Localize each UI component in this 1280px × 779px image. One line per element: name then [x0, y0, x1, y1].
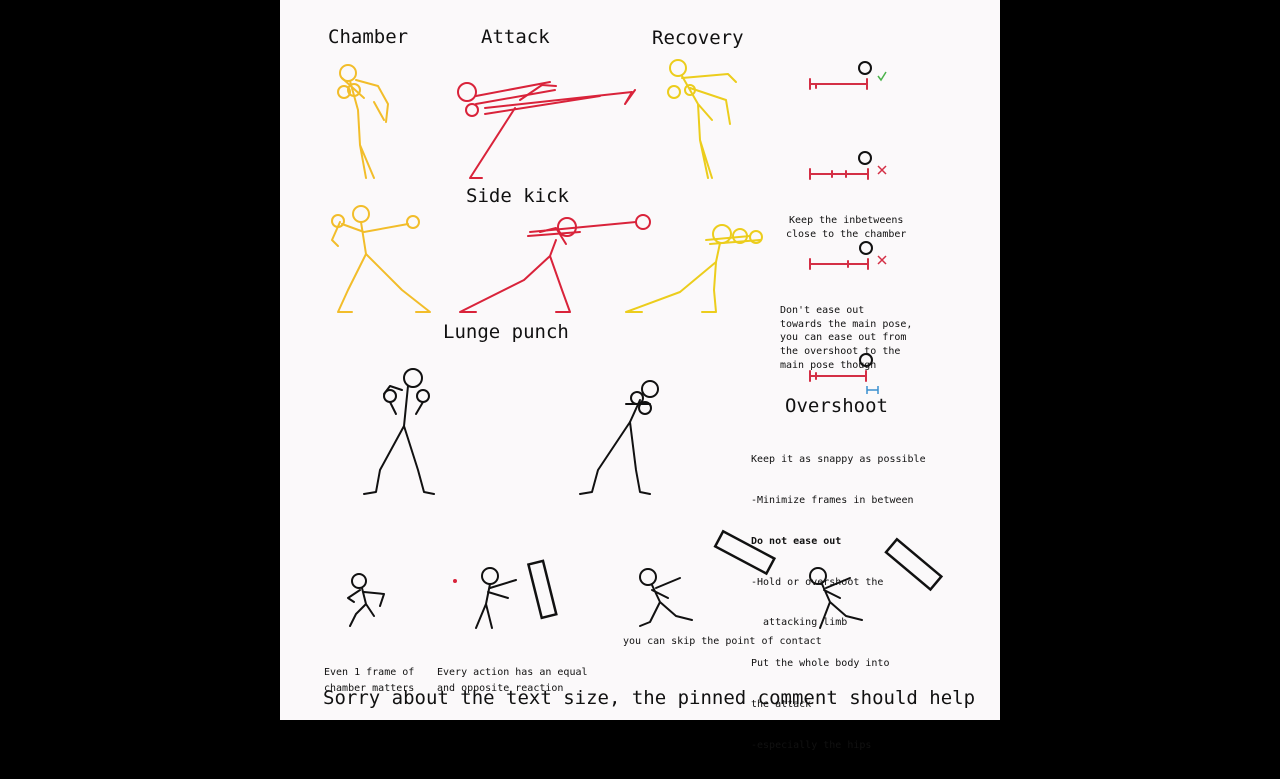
timeline-bad-1: [809, 168, 869, 180]
punching-bag-upright: [526, 559, 558, 620]
attack-header: Attack: [481, 26, 550, 48]
punching-bag-tilted-1: [713, 529, 777, 576]
timeline-bad-2: [809, 258, 869, 270]
key-pose-circle: [858, 151, 872, 165]
side-kick-label: Side kick: [466, 185, 569, 207]
small-figure-chamber: [347, 573, 385, 627]
lunge-punch-label: Lunge punch: [443, 321, 569, 343]
caption-contact: you can skip the point of contact: [623, 636, 822, 647]
punching-bag-tilted-2: [884, 537, 944, 592]
footer-note: Sorry about the text size, the pinned co…: [323, 687, 976, 709]
key-pose-circle: [858, 61, 872, 75]
small-figure-contact-2: [809, 567, 863, 629]
overshoot-title: Overshoot: [785, 395, 888, 417]
cross-icon: [877, 165, 887, 175]
lunge-punch-recovery-figure: [625, 224, 763, 313]
tip-line: Do not ease out: [751, 535, 842, 547]
side-kick-recovery-figure: [667, 59, 737, 179]
tip-line: -especially the hips: [751, 739, 872, 751]
drawings-svg: [331, 59, 944, 629]
check-icon: [877, 71, 887, 82]
stance-figure-left: [363, 368, 435, 495]
cross-icon: [877, 255, 887, 265]
side-kick-attack-figure: [457, 81, 636, 179]
key-pose-circle: [859, 241, 873, 255]
tips-list: Keep it as snappy as possible -Minimize …: [751, 426, 926, 779]
lunge-punch-attack-figure: [459, 214, 651, 313]
lunge-punch-chamber-figure: [331, 205, 431, 313]
tip-line: -Hold or overshoot the: [751, 576, 884, 588]
timeline-overshoot: [809, 370, 867, 382]
overshoot-marker: [866, 386, 879, 394]
small-figure-contact-1: [639, 568, 693, 627]
chamber-header: Chamber: [328, 26, 409, 48]
tip-line: the attack: [751, 698, 812, 710]
drawing-canvas: Chamber Attack Recovery Side kick Lunge …: [280, 0, 1000, 751]
timeline-good: [809, 78, 868, 90]
small-figure-reaction: [453, 567, 517, 629]
side-kick-chamber-figure: [337, 64, 389, 179]
tip-line: attacking limb: [751, 617, 848, 629]
tip-line: Put the whole body into: [751, 658, 890, 670]
recovery-header: Recovery: [652, 27, 744, 49]
stance-figure-right: [579, 380, 659, 495]
tip-line: Keep it as snappy as possible: [751, 454, 926, 466]
tip-line: -Minimize frames in between: [751, 494, 914, 506]
key-pose-circle: [859, 353, 873, 367]
